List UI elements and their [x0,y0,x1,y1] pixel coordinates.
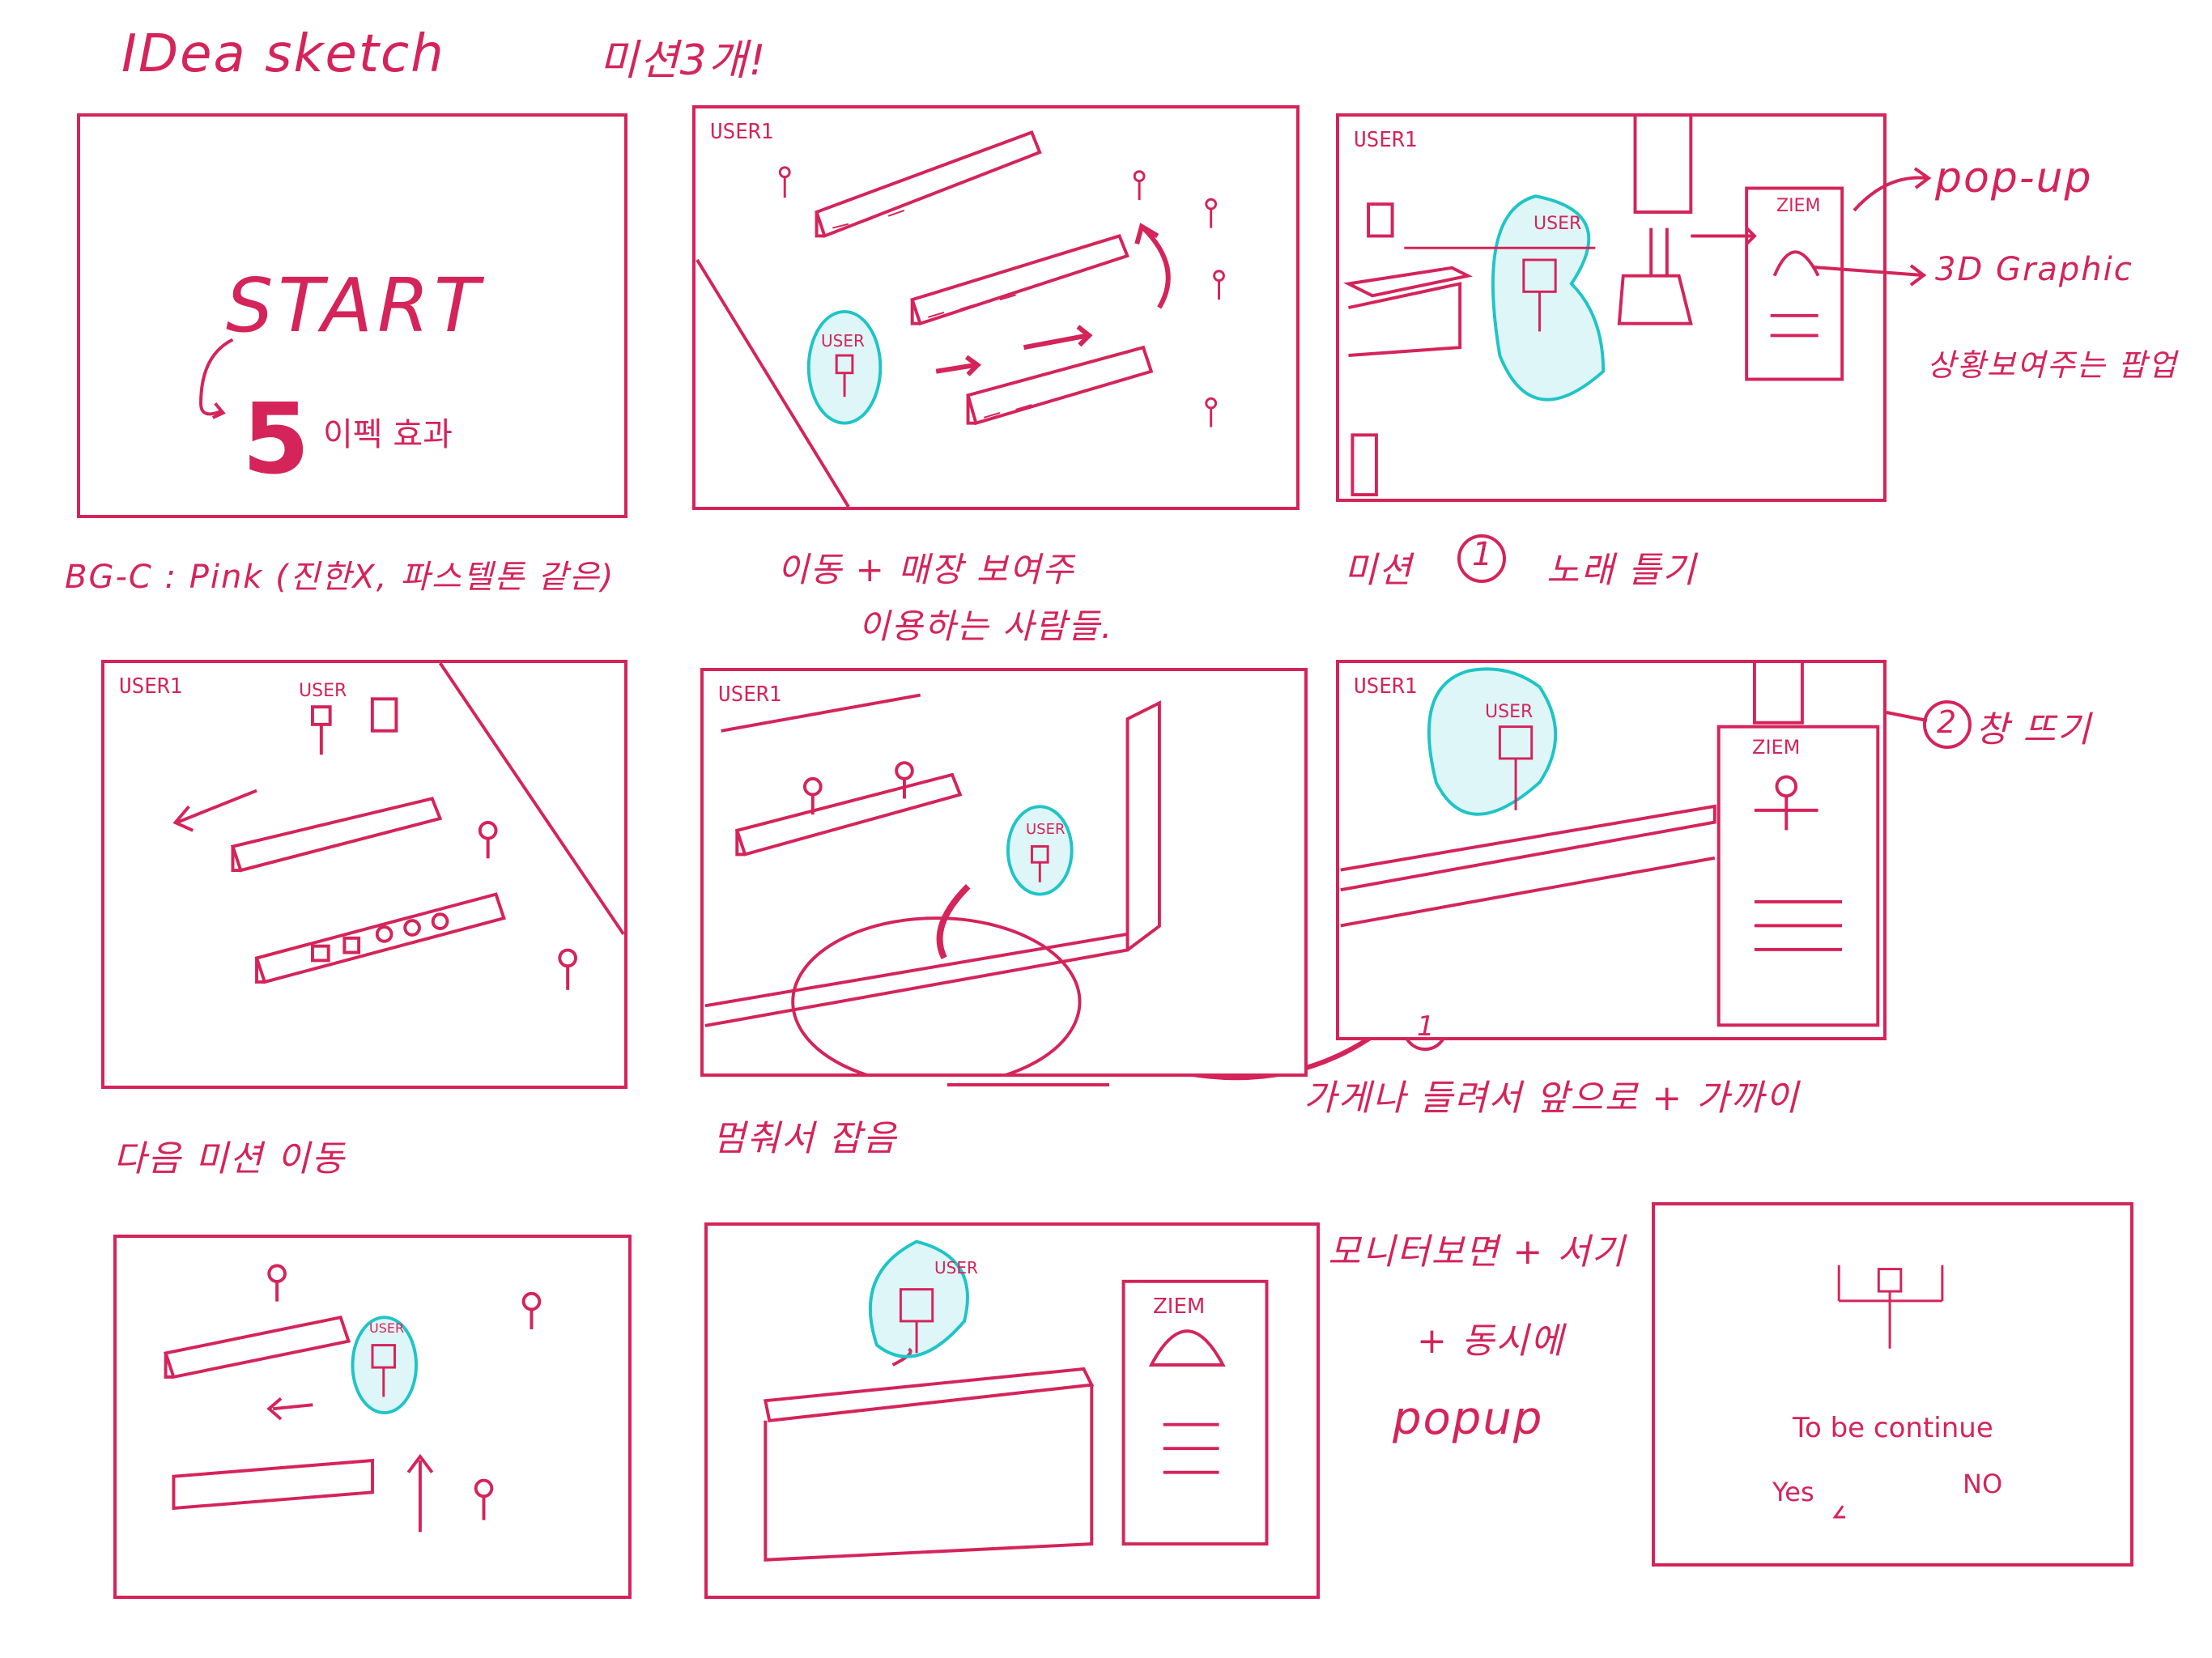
user-avatar-label[interactable]: USER [299,681,347,701]
counter-scene-sketch [763,1239,1269,1562]
window-note-text: 창 뜨기 [1976,709,2092,750]
counter-note-3: popup [1393,1392,1544,1445]
user-tag: USER1 [718,682,782,707]
bg-color-note: BG-C : Pink (진한X, 파스텔톤 같은) [65,559,615,596]
user-tag: USER1 [119,674,183,699]
mission1-caption-suffix: 노래 틀기 [1546,550,1697,591]
move-caption-2: 이용하는 사람들. [858,606,1114,646]
panel-window: USER1 USER ZIEM [1336,660,1887,1040]
start-label[interactable]: START [226,262,485,349]
window-caption-number: 1 [1417,1010,1436,1043]
user-avatar-label[interactable]: USER [821,331,865,351]
panel-mission1: USER1 USER ZIEM [1336,113,1887,502]
grab-caption: 멈춰서 잡음 [713,1118,898,1159]
no-button[interactable]: NO [1963,1469,2003,1499]
counter-note-2: + 동시에 [1417,1320,1565,1362]
user-avatar-label[interactable]: USER [369,1320,405,1336]
user-avatar-label[interactable]: USER [1026,821,1066,838]
next-mission-caption: 다음 미션 이동 [113,1138,346,1180]
popup-note: pop-up [1935,154,2093,202]
grab-scene-sketch [704,693,1161,1073]
item-card-label[interactable]: ZIEM [1776,196,1821,216]
yes-button[interactable]: Yes [1772,1477,1814,1507]
user-tag: USER1 [1354,674,1418,699]
item-card-label[interactable]: ZIEM [1153,1295,1206,1319]
window-caption: 가게나 들려서 앞으로 + 가까이 [1304,1078,1800,1119]
panel-start: START 5 이펙 효과 [77,113,627,518]
panel-grab: USER1 USER [700,668,1308,1077]
sketch-subtitle: 미션3개! [599,36,768,85]
panel-counter: USER ZIEM [704,1222,1320,1599]
user-avatar-label[interactable]: USER [1534,214,1582,234]
end-figure-sketch [1832,1265,1944,1519]
graphic-note: 3D Graphic [1935,251,2133,288]
panel-next-mission: USER1 USER [101,660,627,1089]
item-card-label[interactable]: ZIEM [1752,736,1801,759]
walk-left-scene-sketch [164,1264,542,1533]
user-tag: USER1 [1354,128,1418,152]
user-tag: USER1 [710,120,774,144]
next-mission-scene-sketch [172,663,624,990]
countdown-effect-text: 이펙 효과 [323,416,453,453]
mission1-caption-number: 1 [1472,536,1495,573]
user-avatar-label[interactable]: USER [934,1258,978,1278]
window-scene-sketch [1340,663,1880,1027]
mission1-caption-prefix: 미션 [1344,550,1413,591]
counter-note-1: 모니터보면 + 서기 [1328,1231,1627,1273]
mission1-scene-sketch [1343,117,1844,497]
start-arrow-sketch [199,338,234,419]
panel-walk-left: USER [113,1235,632,1599]
panel-move: USER1 USER [692,105,1300,510]
move-scene-sketch [696,130,1225,507]
move-caption-1: 이동 + 매장 보여주 [777,550,1075,589]
situation-popup-note: 상황보여주는 팝업 [1927,347,2178,383]
sketch-title: IDea sketch [121,24,445,84]
countdown-number: 5 [242,384,310,496]
window-note-number: 2 [1937,704,1959,740]
user-avatar-label[interactable]: USER [1485,702,1534,722]
continue-message: To be continue [1793,1412,1993,1444]
panel-end: To be continue Yes NO [1652,1202,2133,1567]
